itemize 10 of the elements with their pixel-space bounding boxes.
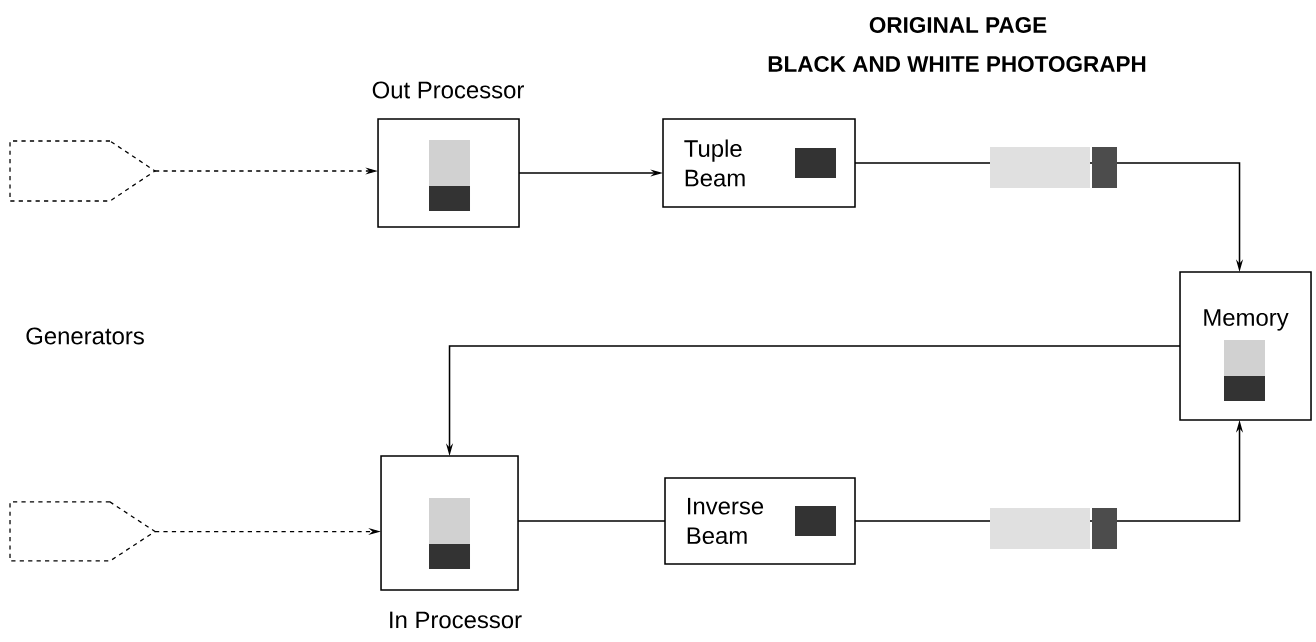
node-label: Out Processor	[372, 81, 524, 99]
stamp-text: BLACK AND WHITE PHOTOGRAPH	[768, 56, 1146, 72]
memory-box: Memory	[1179, 271, 1312, 421]
group-label: Generators	[26, 327, 144, 345]
node-label: In Processor	[390, 611, 522, 629]
stamp-text: ORIGINAL PAGE	[869, 17, 1047, 33]
processor-box: In Processor	[380, 455, 522, 629]
beam-box: Inverse Beam	[664, 477, 856, 565]
processor-box: Out Processor	[372, 81, 524, 228]
beam-box: Tuple Beam	[662, 118, 856, 208]
